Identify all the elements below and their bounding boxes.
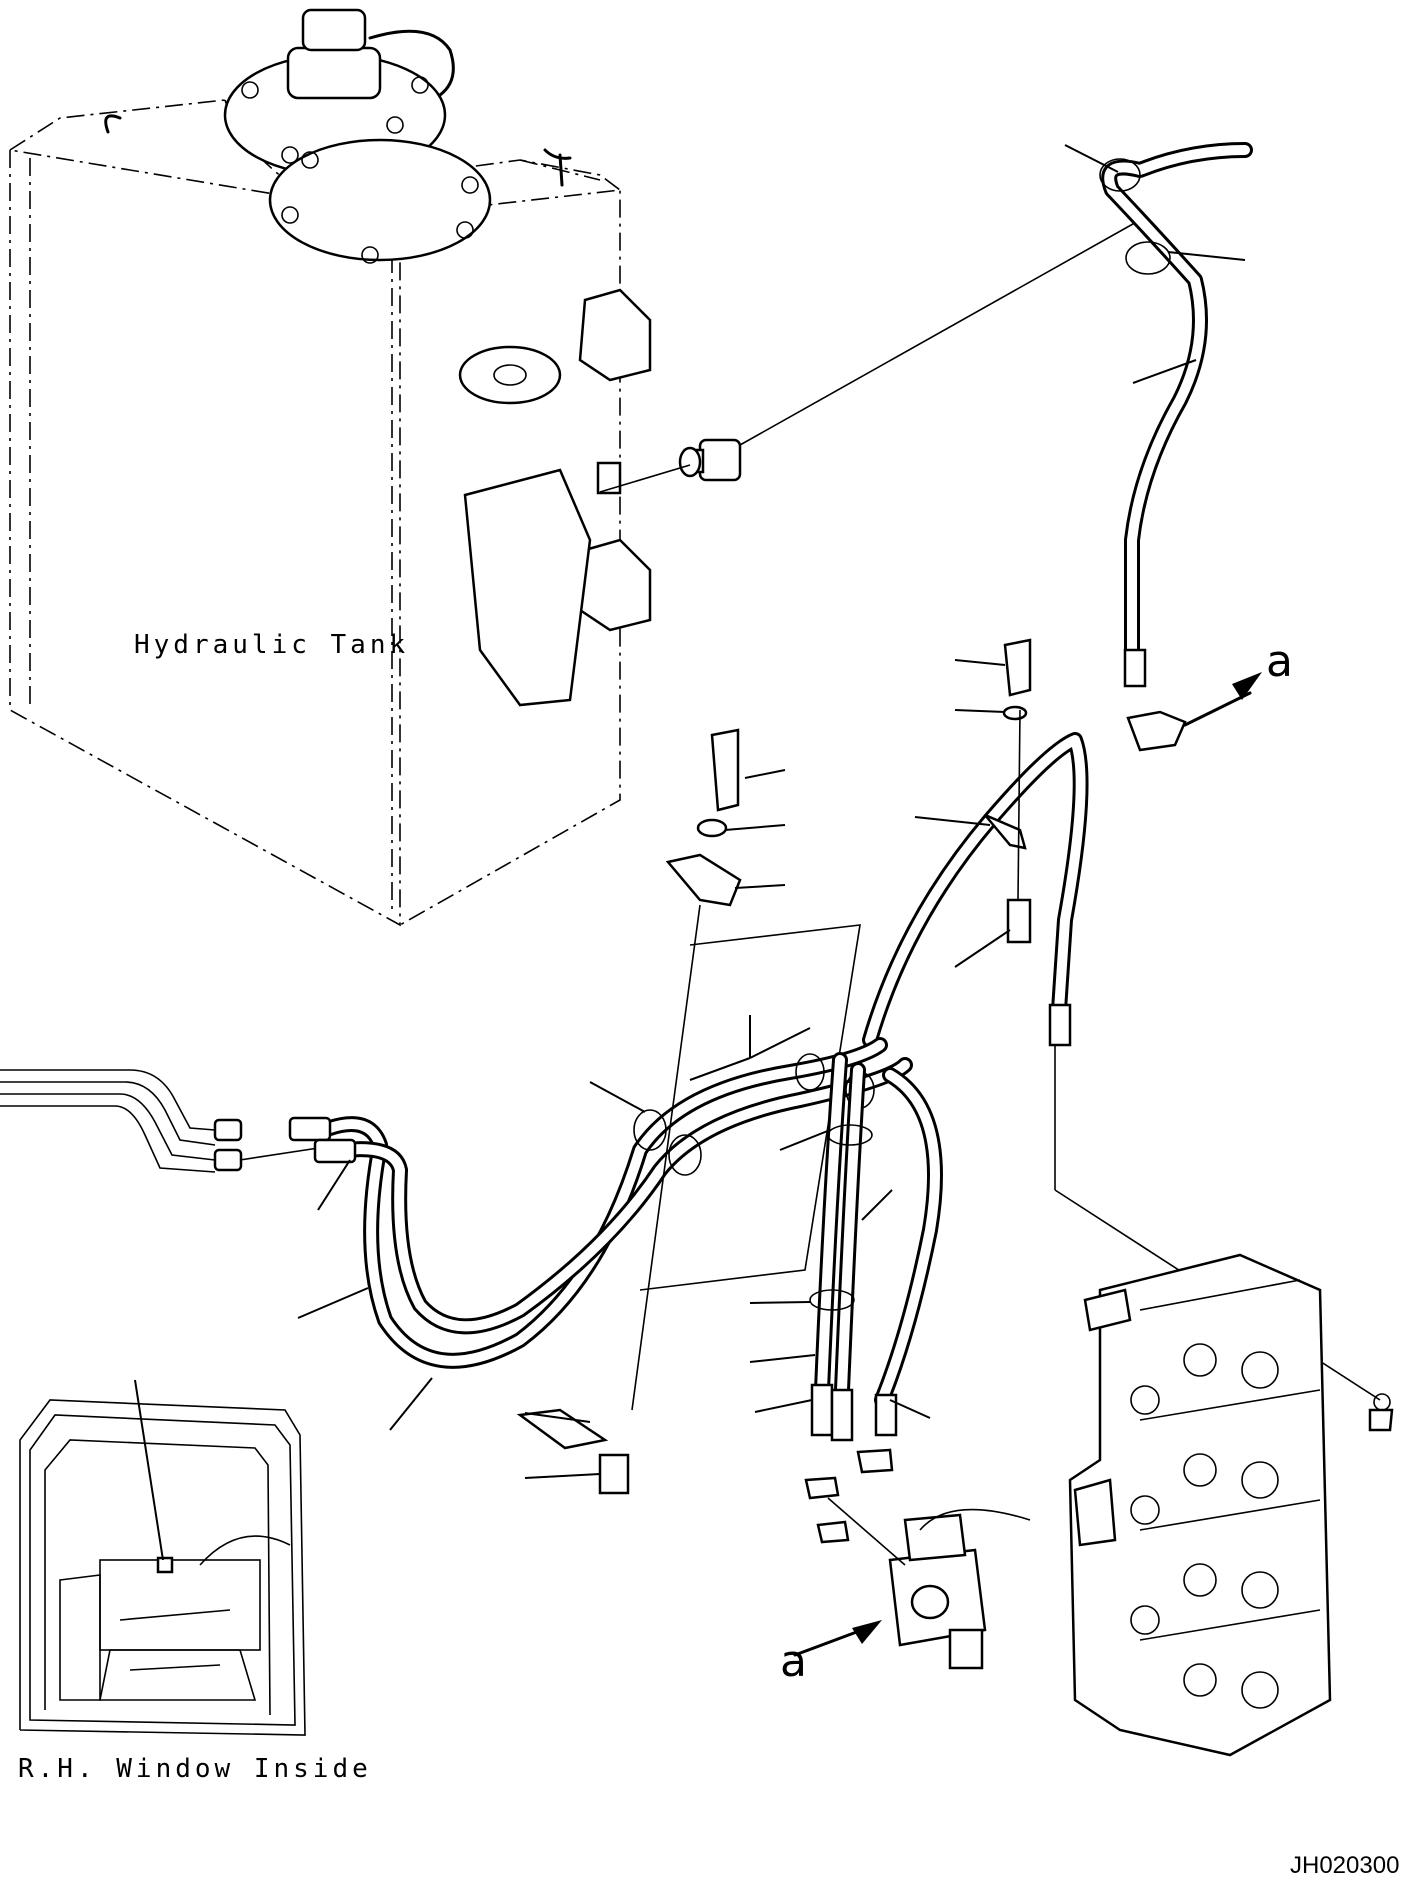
vertical-hoses [749, 1052, 943, 1442]
main-twin-hoses [288, 728, 913, 1495]
left-pipes [0, 1069, 326, 1173]
callout-a-bottom: a [780, 1636, 807, 1687]
solenoid-valve [793, 1448, 1031, 1670]
upper-right-hose [1064, 142, 1262, 752]
control-valve [1068, 1253, 1394, 1757]
cab-inset [19, 1379, 306, 1736]
drawing-number: JH020300 [1290, 1852, 1400, 1879]
upper-middle-hose [862, 638, 1381, 1401]
hydraulic-tank [9, 8, 652, 927]
pressure-switch [599, 219, 1141, 493]
window-inside-label: R.H. Window Inside [18, 1754, 372, 1784]
callout-a-top: a [1266, 636, 1293, 687]
hydraulic-tank-label: Hydraulic Tank [134, 630, 410, 660]
